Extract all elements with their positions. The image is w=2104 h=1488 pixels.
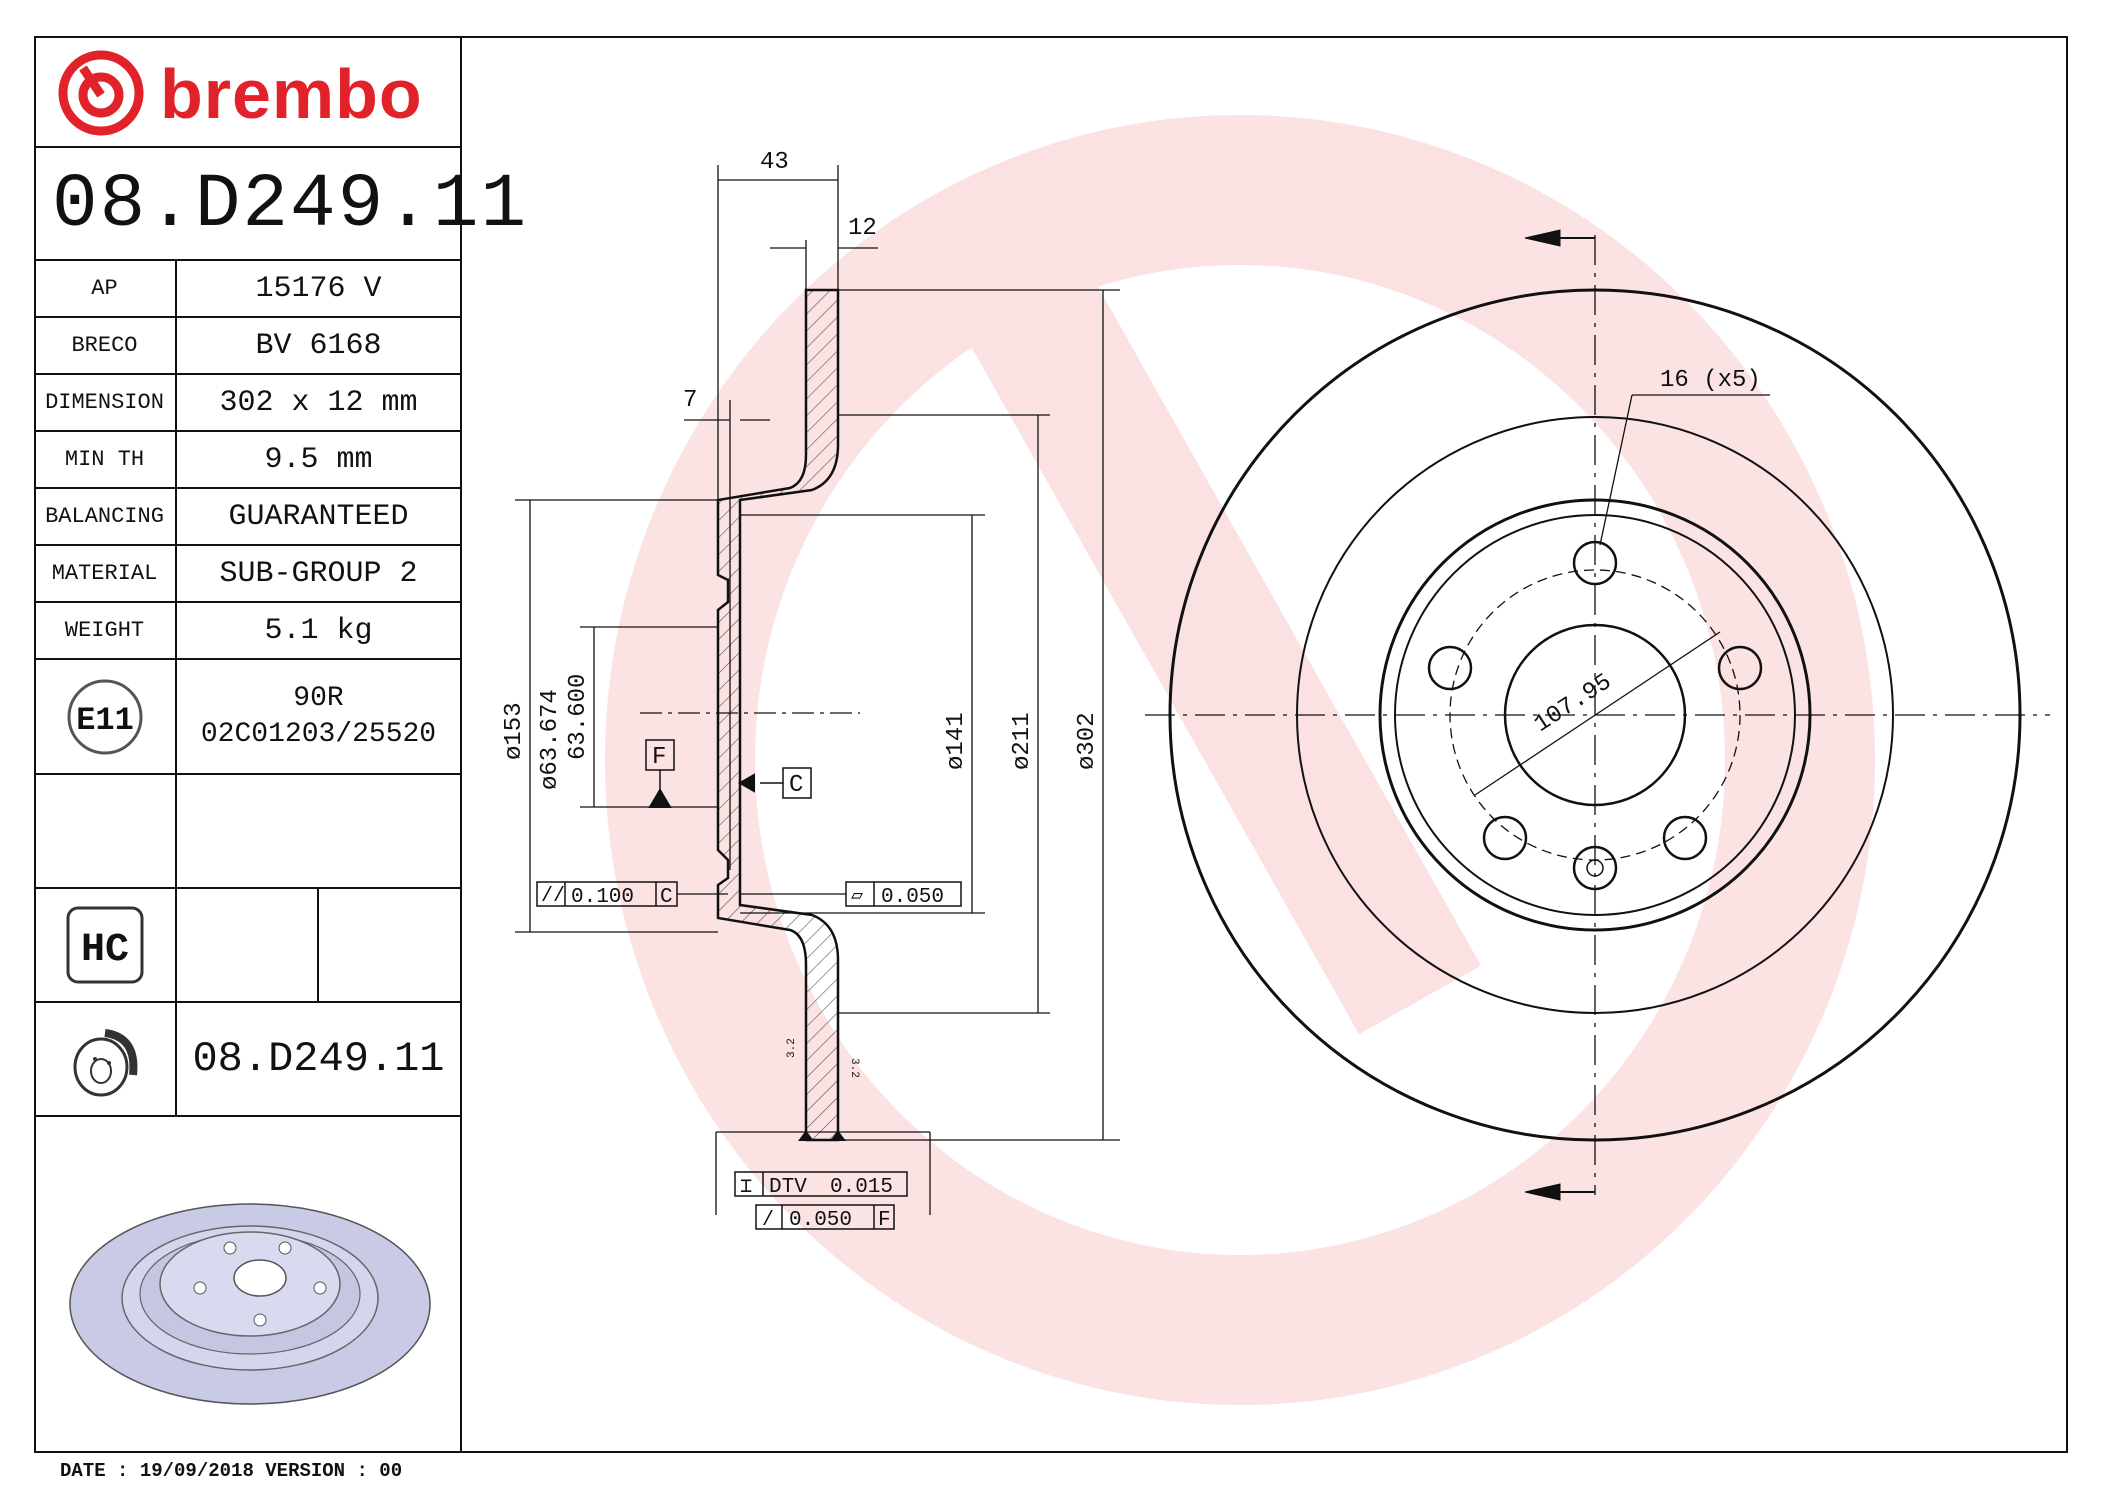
drawing-frame	[34, 36, 2068, 1453]
spec-value: BV 6168	[255, 328, 382, 363]
dia-211: ø211	[1009, 712, 1036, 770]
runout-ref: F	[878, 1209, 891, 1232]
disc-render	[69, 1203, 431, 1405]
spec-label: AP	[34, 261, 177, 316]
dim-7: 7	[683, 387, 697, 414]
spec-row-material: MATERIAL SUB-GROUP 2	[34, 546, 460, 603]
tol-flat: 0.050	[881, 886, 944, 909]
disc-kit-icon	[73, 1029, 137, 1097]
footer-date: DATE : 19/09/2018 VERSION : 00	[60, 1460, 403, 1482]
dia-302: ø302	[1074, 712, 1101, 770]
dia-63-600: 63.600	[565, 674, 592, 760]
datum-c: C	[789, 772, 803, 799]
spec-value: SUB-GROUP 2	[219, 556, 418, 591]
spec-label: BALANCING	[34, 489, 177, 544]
spec-value: 302 x 12 mm	[219, 385, 418, 420]
dim-12: 12	[848, 215, 877, 242]
homologation-number: 02C01203/25520	[200, 718, 437, 750]
brand-watermark	[605, 115, 1875, 1405]
spec-row-dimension: DIMENSION 302 x 12 mm	[34, 375, 460, 432]
homologation-row: E11 90R 02C01203/25520	[34, 660, 460, 775]
runout-value: 0.050	[789, 1209, 852, 1232]
parallel-symbol: //	[541, 885, 565, 908]
spec-value: 9.5 mm	[264, 442, 373, 477]
spec-row-weight: WEIGHT 5.1 kg	[34, 603, 460, 660]
brand-header: brembo	[34, 36, 460, 148]
kit-row: 08.D249.11	[34, 1003, 460, 1117]
section-labels: 43 12 7 ø302 ø211 ø141 ø153 ø63.674 63.6…	[501, 149, 1101, 1232]
roughness-2: 3.2	[848, 1058, 860, 1078]
hc-badge-icon: HC	[66, 906, 143, 984]
spec-label: DIMENSION	[34, 375, 177, 430]
front-view	[1145, 229, 2050, 1201]
roughness-1: 3.2	[786, 1038, 798, 1058]
spec-row-ap: AP 15176 V	[34, 261, 460, 318]
part-number-row: 08.D249.11	[34, 148, 526, 261]
flatness-symbol: ▱	[851, 885, 863, 908]
brembo-logo-icon	[58, 50, 144, 136]
dia-153: ø153	[501, 702, 528, 760]
spec-row-breco: BRECO BV 6168	[34, 318, 460, 375]
holes-label: 16 (x5)	[1660, 367, 1761, 394]
spec-value: GUARANTEED	[228, 499, 409, 534]
spec-value: 5.1 kg	[264, 613, 373, 648]
spec-label: MIN TH	[34, 432, 177, 487]
spec-label: MATERIAL	[34, 546, 177, 601]
kit-part-number: 08.D249.11	[192, 1035, 445, 1083]
blank-row	[34, 775, 460, 889]
svg-text:HC: HC	[80, 928, 128, 973]
spec-label: BRECO	[34, 318, 177, 373]
datum-f: F	[652, 744, 666, 771]
svg-text:E11: E11	[76, 702, 134, 739]
spec-label: WEIGHT	[34, 603, 177, 658]
dia-63-674: ø63.674	[537, 689, 564, 790]
dia-141: ø141	[943, 712, 970, 770]
homologation-code: 90R	[293, 682, 344, 714]
spec-value: 15176 V	[255, 271, 382, 306]
tol-parallel-ref: C	[660, 886, 673, 909]
section-view	[515, 165, 1120, 1230]
part-number: 08.D249.11	[52, 162, 529, 248]
brand-name: brembo	[160, 55, 423, 133]
runout-symbol: /	[762, 1209, 774, 1232]
spec-row-balancing: BALANCING GUARANTEED	[34, 489, 460, 546]
disc-profile	[716, 288, 840, 1142]
dim-43: 43	[760, 149, 789, 176]
spec-row-min-th: MIN TH 9.5 mm	[34, 432, 460, 489]
tol-parallel: 0.100	[571, 886, 634, 909]
e11-badge-icon: E11	[67, 679, 142, 754]
dtv-label: DTV	[769, 1176, 807, 1199]
dtv-symbol: ⌶	[740, 1176, 752, 1199]
dtv-value: 0.015	[830, 1176, 893, 1199]
hc-row: HC	[34, 889, 460, 1003]
title-block: brembo 08.D249.11 AP 15176 V BRECO BV 61…	[34, 36, 526, 1453]
